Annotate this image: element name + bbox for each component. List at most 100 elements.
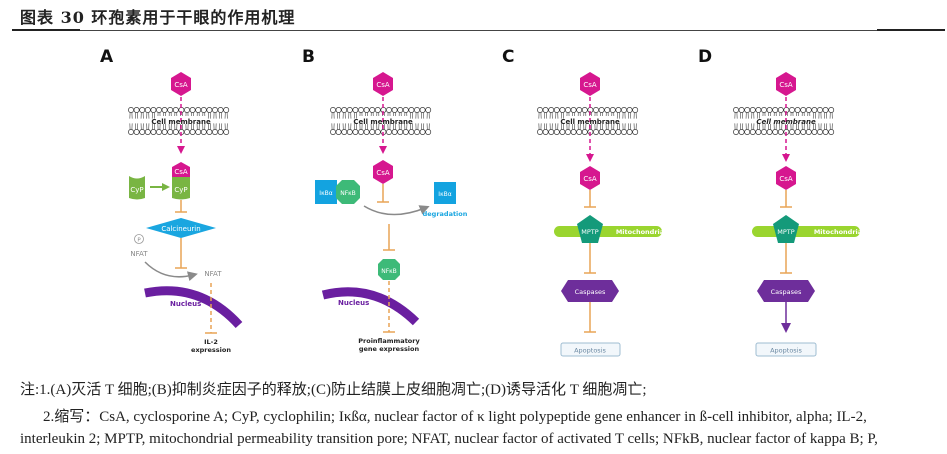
svg-text:Caspases: Caspases (771, 288, 802, 296)
lipid-head (128, 107, 134, 113)
lipid-head (766, 129, 773, 135)
lipid-head (346, 129, 353, 135)
lipid-head (386, 129, 392, 135)
panel-letter-a: A (100, 47, 114, 67)
lipid-head (161, 129, 168, 135)
lipid-head (358, 129, 364, 135)
lipid-head (604, 107, 611, 113)
note-line-1: 注:1.(A)灭活 T 细胞;(B)抑制炎症因子的释放;(C)防止结膜上皮细胞凋… (20, 382, 647, 398)
lipid-head (402, 129, 409, 135)
mechanism-diagram: A CsA Cell membrane CyP CsA CyP Calcineu… (100, 47, 862, 357)
lipid-head (217, 107, 224, 113)
lipid-head (805, 129, 812, 135)
lipid-head (352, 129, 359, 135)
lipid-head (200, 129, 207, 135)
membrane-label-d: Cell membrane (756, 118, 816, 126)
lipid-head (156, 107, 162, 113)
lipid-head (167, 107, 174, 113)
lipid-head (598, 107, 605, 113)
lipid-head (755, 129, 762, 135)
lipid-head (794, 107, 801, 113)
lipid-head (749, 129, 756, 135)
lipid-head (565, 107, 571, 113)
lipid-head (200, 107, 207, 113)
lipid-head (761, 107, 767, 113)
lipid-head (172, 107, 179, 113)
lipid-head (738, 107, 745, 113)
lipid-head (414, 107, 420, 113)
cyp-free: CyP (129, 176, 145, 200)
lipid-head (817, 107, 823, 113)
lipid-head (542, 107, 549, 113)
lipid-head (789, 107, 795, 113)
lipid-head (609, 107, 616, 113)
lipid-head (800, 129, 807, 135)
svg-text:MPTP: MPTP (581, 228, 598, 236)
lipid-head (548, 107, 555, 113)
lipid-head (626, 107, 633, 113)
lipid-head (341, 129, 348, 135)
note-line-3: interleukin 2; MPTP, mitochondrial perme… (20, 431, 878, 447)
lipid-head (609, 129, 616, 135)
lipid-head (615, 107, 622, 113)
caspases-d: Caspases (757, 280, 815, 302)
lipid-head (749, 107, 756, 113)
lipid-head (397, 107, 404, 113)
nucleus-membrane-a (144, 286, 243, 329)
mptp-c: MPTP (577, 215, 603, 243)
lipid-head (419, 107, 426, 113)
lipid-head (777, 129, 784, 135)
il2-label-line2: expression (191, 346, 231, 354)
lipid-head (391, 107, 398, 113)
caspases-c: Caspases (561, 280, 619, 302)
lipid-head (414, 129, 420, 135)
lipid-head (733, 107, 739, 113)
nucleus-label-a: Nucleus (170, 300, 201, 308)
lipid-head (733, 129, 739, 135)
lipid-head (374, 107, 381, 113)
dephosphorylation-arrow (144, 261, 198, 282)
lipid-head (330, 129, 336, 135)
csa-molecule-top-d: CsA (776, 72, 796, 96)
nfkb-molecule: NFκB (378, 259, 400, 280)
lipid-head (542, 129, 549, 135)
csa-molecule-top-b: CsA (373, 72, 393, 96)
lipid-head (408, 129, 415, 135)
svg-text:CsA: CsA (376, 81, 390, 89)
svg-text:Caspases: Caspases (575, 288, 606, 296)
svg-text:CsA: CsA (583, 81, 597, 89)
lipid-head (133, 107, 140, 113)
lipid-head (369, 129, 376, 135)
lipid-head (150, 129, 157, 135)
svg-text:CyP: CyP (130, 186, 143, 194)
svg-text:Calcineurin: Calcineurin (161, 225, 200, 233)
lipid-head (189, 129, 196, 135)
lipid-head (139, 129, 146, 135)
svg-text:NFκB: NFκB (340, 190, 356, 197)
note-line-2: 2.缩写：CsA, cyclosporine A; CyP, cyclophil… (43, 409, 867, 425)
svg-text:CsA: CsA (174, 81, 188, 89)
lipid-head (335, 107, 342, 113)
lipid-head (828, 107, 835, 113)
mptp-d: MPTP (773, 215, 799, 243)
lipid-head (772, 107, 779, 113)
csa-molecule-top-a: CsA (171, 72, 191, 96)
panel-c: C CsA Cell membrane CsA Mitochondria MPT… (502, 47, 664, 357)
lipid-head (565, 129, 571, 135)
lipid-head (817, 129, 823, 135)
lipid-head (570, 129, 577, 135)
lipid-head (363, 129, 370, 135)
lipid-head (156, 129, 162, 135)
mitochondria-label-d: Mitochondria (814, 228, 862, 236)
lipid-head (537, 107, 543, 113)
lipid-head (559, 129, 566, 135)
csa-molecule-inner-c: CsA (580, 166, 600, 190)
lipid-head (811, 107, 818, 113)
csa-molecule-top-c: CsA (580, 72, 600, 96)
il2-label-line1: IL-2 (204, 338, 218, 346)
svg-text:CsA: CsA (376, 169, 390, 177)
svg-text:Apoptosis: Apoptosis (770, 347, 802, 355)
lipid-head (369, 107, 376, 113)
lipid-head (330, 107, 336, 113)
proinflammatory-label-line1: Proinflammatory (358, 337, 420, 345)
